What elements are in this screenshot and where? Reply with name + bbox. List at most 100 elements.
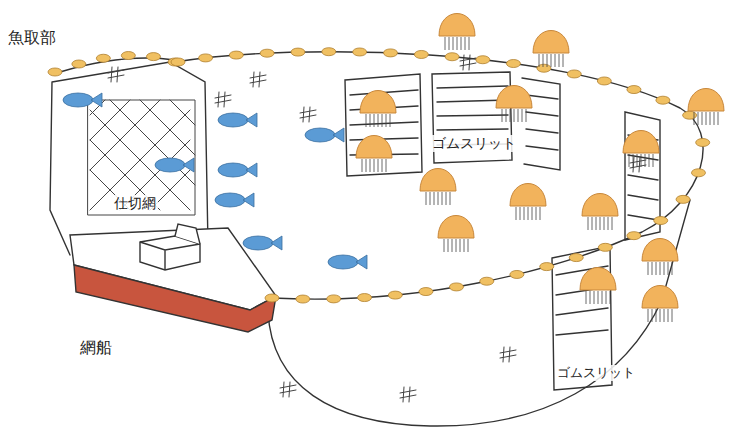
float — [476, 56, 490, 64]
float — [48, 68, 62, 76]
jellyfish-bell — [582, 194, 618, 217]
fish — [155, 158, 185, 172]
floats — [48, 48, 710, 303]
fish-tail — [333, 128, 344, 142]
mesh-mark — [400, 387, 416, 402]
jellyfish-tentacles — [629, 154, 653, 167]
jellyfish-tentacles — [516, 207, 540, 220]
float — [327, 295, 341, 303]
float — [445, 53, 459, 61]
fish — [328, 255, 358, 269]
jellyfish-bell — [533, 31, 569, 54]
jellyfish-bell — [496, 86, 532, 109]
float — [265, 294, 279, 302]
float — [597, 77, 611, 85]
jellyfish-tentacles — [426, 192, 450, 205]
fish — [218, 163, 248, 177]
mesh-marks — [108, 55, 646, 402]
float — [199, 54, 213, 62]
float — [627, 86, 641, 94]
float — [291, 48, 305, 56]
float — [419, 288, 433, 296]
float — [414, 50, 428, 58]
jellyfish-tentacles — [445, 37, 469, 50]
mesh-mark — [108, 67, 124, 82]
part-label: 網船 — [78, 338, 114, 357]
fish — [63, 93, 93, 107]
jellyfish-bell — [438, 216, 474, 239]
float — [449, 283, 463, 291]
float — [540, 263, 554, 271]
fish-tail — [91, 93, 102, 107]
fish-tail — [183, 158, 194, 172]
mesh-mark — [250, 72, 266, 87]
jellyfish-tentacles — [586, 291, 610, 304]
float — [627, 232, 641, 240]
float — [567, 70, 581, 78]
float — [696, 139, 710, 147]
fish — [305, 128, 335, 142]
float — [353, 48, 367, 56]
float — [229, 51, 243, 59]
fish-tail — [246, 163, 257, 177]
float — [676, 195, 690, 203]
float — [654, 217, 668, 225]
fish-tail — [356, 255, 367, 269]
jellyfish-bell — [688, 89, 724, 112]
float — [72, 60, 86, 68]
jellyfish-bell — [356, 136, 392, 159]
float — [384, 49, 398, 57]
float — [358, 294, 372, 302]
float — [598, 243, 612, 251]
jellyfish-tentacles — [502, 109, 526, 122]
jellyfish-bell — [420, 169, 456, 192]
part-label: 魚取部 — [6, 28, 58, 47]
jellyfish-tentacles — [588, 217, 612, 230]
jellyfish-tentacles — [539, 54, 563, 67]
part-label: 仕切網 — [112, 195, 158, 212]
jellyfish-bell — [642, 286, 678, 309]
jellyfish-bell — [623, 131, 659, 154]
part-label: ゴムスリット — [430, 135, 518, 152]
float — [121, 52, 135, 60]
float — [260, 49, 274, 57]
fish — [63, 93, 367, 269]
jellyfish-bell — [642, 239, 678, 262]
fish-tail — [243, 193, 254, 207]
float — [510, 270, 524, 278]
float — [388, 291, 402, 299]
float — [683, 111, 697, 119]
jellyfish-bell — [510, 184, 546, 207]
jellyfish-bell — [439, 14, 475, 37]
net-bowl — [268, 200, 690, 426]
float — [506, 60, 520, 68]
jellyfish-tentacles — [366, 114, 390, 127]
mesh-mark — [280, 382, 296, 397]
float — [96, 54, 110, 62]
part-label: ゴムスリット — [555, 365, 637, 381]
jellyfish-tentacles — [694, 112, 718, 125]
jellyfish — [356, 14, 724, 323]
fish — [215, 193, 245, 207]
jellyfish-tentacles — [362, 159, 386, 172]
jellyfish-bell — [360, 91, 396, 114]
float — [146, 53, 160, 61]
fish — [243, 236, 273, 250]
mesh-mark — [500, 347, 516, 362]
float — [296, 295, 310, 303]
rubber-slit-panels — [345, 72, 660, 390]
mesh-mark — [630, 157, 646, 172]
float — [480, 277, 494, 285]
float — [171, 58, 185, 66]
mesh-mark — [300, 107, 316, 122]
float — [691, 169, 705, 177]
float — [656, 96, 670, 104]
catch-section — [50, 62, 208, 255]
fish — [218, 113, 248, 127]
float — [569, 254, 583, 262]
jellyfish-bell — [580, 268, 616, 291]
jellyfish-tentacles — [648, 309, 672, 322]
net-rim — [175, 52, 703, 299]
fish-tail — [246, 113, 257, 127]
